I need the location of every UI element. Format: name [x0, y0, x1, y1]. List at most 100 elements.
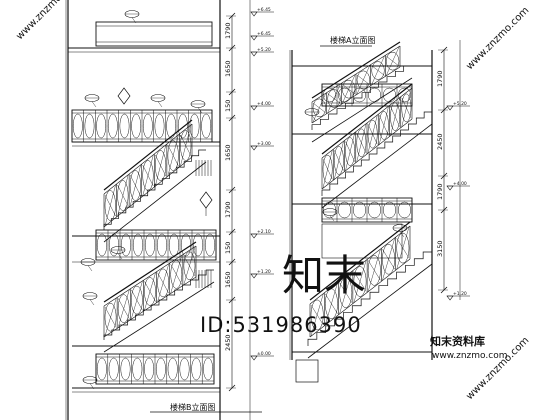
diamond-shape — [117, 87, 131, 105]
dimension-value: 1790 — [436, 183, 444, 200]
section-callout-icon — [304, 108, 320, 122]
rail-cross — [396, 238, 410, 259]
rail-ornament — [96, 113, 107, 139]
rail-ornament — [367, 87, 382, 103]
rail-ornament — [339, 277, 353, 308]
rail-ornament — [371, 61, 385, 80]
rail-cross — [386, 56, 400, 67]
rail-cross — [167, 144, 179, 167]
rail-ornament — [72, 113, 83, 139]
rail-cross — [345, 141, 355, 162]
diamond-detail-icon — [117, 87, 131, 105]
rail-cross — [183, 255, 196, 277]
rail-ornament — [119, 113, 130, 139]
callout-leader — [157, 101, 163, 108]
flight-2-balustrade — [103, 241, 197, 338]
rail-ornament — [177, 113, 188, 139]
level-value: ±0.00 — [257, 351, 271, 357]
rail-ornament — [203, 357, 214, 381]
section-callout-icon — [150, 94, 166, 108]
rail-ornament — [129, 170, 141, 201]
stair-stringer — [307, 263, 433, 359]
stair-steps — [311, 65, 412, 130]
watermark-logo-text: 知末 — [282, 251, 366, 300]
rail-ornament — [144, 277, 156, 306]
callout-leader — [329, 215, 335, 222]
rail-ornament — [120, 357, 131, 381]
rail-ornament — [337, 201, 352, 219]
rail-cross — [155, 154, 167, 177]
top-landing-balustrade — [95, 21, 213, 47]
level-marker-icon: ±0.00 — [250, 351, 274, 361]
stair-steps — [321, 111, 432, 196]
callout-leader — [89, 299, 95, 306]
rail-ornament — [386, 51, 400, 71]
rail-cross — [170, 264, 183, 285]
level-marker-icon: +1.20 — [446, 291, 470, 301]
rail-ornament — [120, 233, 132, 257]
bottom-rail — [103, 156, 193, 228]
bottom-rail — [103, 276, 197, 338]
flight-a1-steps — [311, 65, 413, 143]
dimension-value: 1790 — [224, 22, 232, 39]
flight-1-balustrade — [103, 119, 193, 228]
rail-ornament — [104, 190, 116, 221]
section-callout-icon — [82, 292, 98, 306]
rail-ornament — [401, 93, 412, 123]
level-marker-icon: +6.45 — [250, 31, 274, 41]
mid-flat-balustrade — [95, 229, 217, 261]
rail-ornament — [367, 255, 381, 286]
section-callout-icon — [190, 100, 206, 114]
level-value: +6.45 — [257, 31, 271, 37]
level-marker-icon: +1.20 — [250, 269, 274, 279]
rail-ornament — [310, 299, 324, 331]
stair-stringer — [311, 77, 413, 143]
level-value: +4.00 — [453, 181, 467, 187]
handrail-inner — [309, 225, 411, 305]
rail-cross — [180, 134, 192, 157]
flight-a2-balustrade — [321, 83, 413, 190]
right-stair-geometry — [289, 41, 433, 383]
rail-ornament — [396, 232, 410, 264]
rail-ornament — [154, 113, 165, 139]
dimension-value: 150 — [224, 242, 232, 254]
rail-ornament — [96, 357, 107, 381]
dimension-value: 2450 — [224, 334, 232, 351]
rail-cross — [382, 249, 395, 270]
flight-a2-steps — [321, 111, 433, 209]
rail-ornament — [337, 87, 352, 103]
level-value: +1.20 — [453, 291, 467, 297]
rail-cross — [129, 174, 141, 197]
stair-stringer — [103, 161, 207, 243]
level-marker-icon: +6.45 — [250, 7, 274, 17]
lower-flat-balustrade — [95, 353, 215, 385]
rail-ornament — [390, 102, 400, 131]
callout-leader — [89, 383, 95, 390]
left-section-title: 楼梯B立面图 — [170, 402, 216, 412]
level-value: +5.20 — [453, 101, 467, 107]
rail-ornament — [155, 357, 166, 381]
rail-ornament — [142, 160, 154, 191]
rail-ornament — [325, 288, 338, 320]
rail-cross — [334, 150, 344, 171]
rail-ornament — [382, 243, 395, 275]
stair-stringer — [321, 123, 433, 209]
rail-ornament — [322, 154, 333, 184]
level-value: +1.20 — [257, 269, 271, 275]
dimension-value: 1790 — [436, 70, 444, 87]
rail-ornament — [353, 266, 367, 297]
rail-ornament — [201, 113, 212, 139]
rail-cross — [327, 93, 341, 104]
rail-cross — [356, 132, 367, 154]
callout-leader — [311, 115, 317, 122]
dimension-value: 1650 — [224, 144, 232, 161]
rail-ornament — [183, 251, 196, 281]
rail-ornament — [142, 113, 153, 139]
level-value: +4.00 — [257, 101, 271, 107]
rail-cross — [117, 184, 129, 207]
handrail — [309, 221, 411, 301]
section-callout-icon — [124, 10, 140, 24]
